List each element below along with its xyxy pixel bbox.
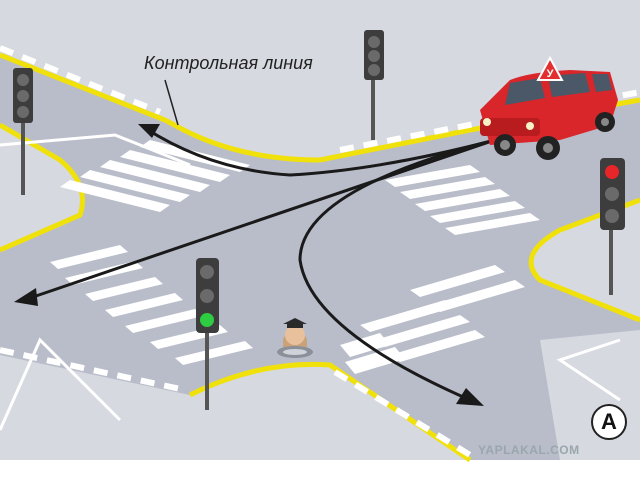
crosswalk-top (385, 165, 540, 235)
curb-bottom-right (333, 369, 472, 458)
route-left-turn (144, 126, 496, 177)
traffic-light-left-top-icon (13, 68, 33, 195)
caption-pointer (164, 79, 179, 126)
traffic-light-center-top-icon (364, 30, 384, 140)
student-driver-icon (277, 318, 313, 358)
route-right-turn (298, 138, 496, 402)
arrowhead-icon (456, 388, 484, 406)
watermark: YAPLAKAL.COM (478, 443, 580, 457)
traffic-light-right-icon (600, 158, 625, 295)
crosswalk-front-right (340, 265, 525, 374)
curb-bottom-left (0, 347, 186, 393)
route-straight (29, 138, 496, 300)
yellow-line-top (0, 52, 640, 163)
arrowhead-icon (138, 124, 160, 138)
yellow-line-right (528, 197, 640, 323)
crosswalk-front-left (50, 245, 253, 365)
car-icon (480, 70, 618, 160)
arrowhead-icon (14, 288, 38, 306)
lane-marking (0, 133, 191, 167)
sidewalk-top (0, 0, 640, 160)
lane-marking (556, 338, 621, 402)
route-arrows (29, 126, 496, 402)
curb-top-left (0, 45, 162, 115)
sidewalk-left (0, 125, 83, 250)
control-line-caption: Контрольная линия (144, 53, 313, 73)
lane-marking (0, 337, 122, 431)
svg-text:У: У (547, 68, 554, 80)
learner-sign-icon: У (536, 55, 564, 81)
panel-letter-badge: A (591, 404, 627, 440)
traffic-light-front-icon (196, 258, 219, 410)
